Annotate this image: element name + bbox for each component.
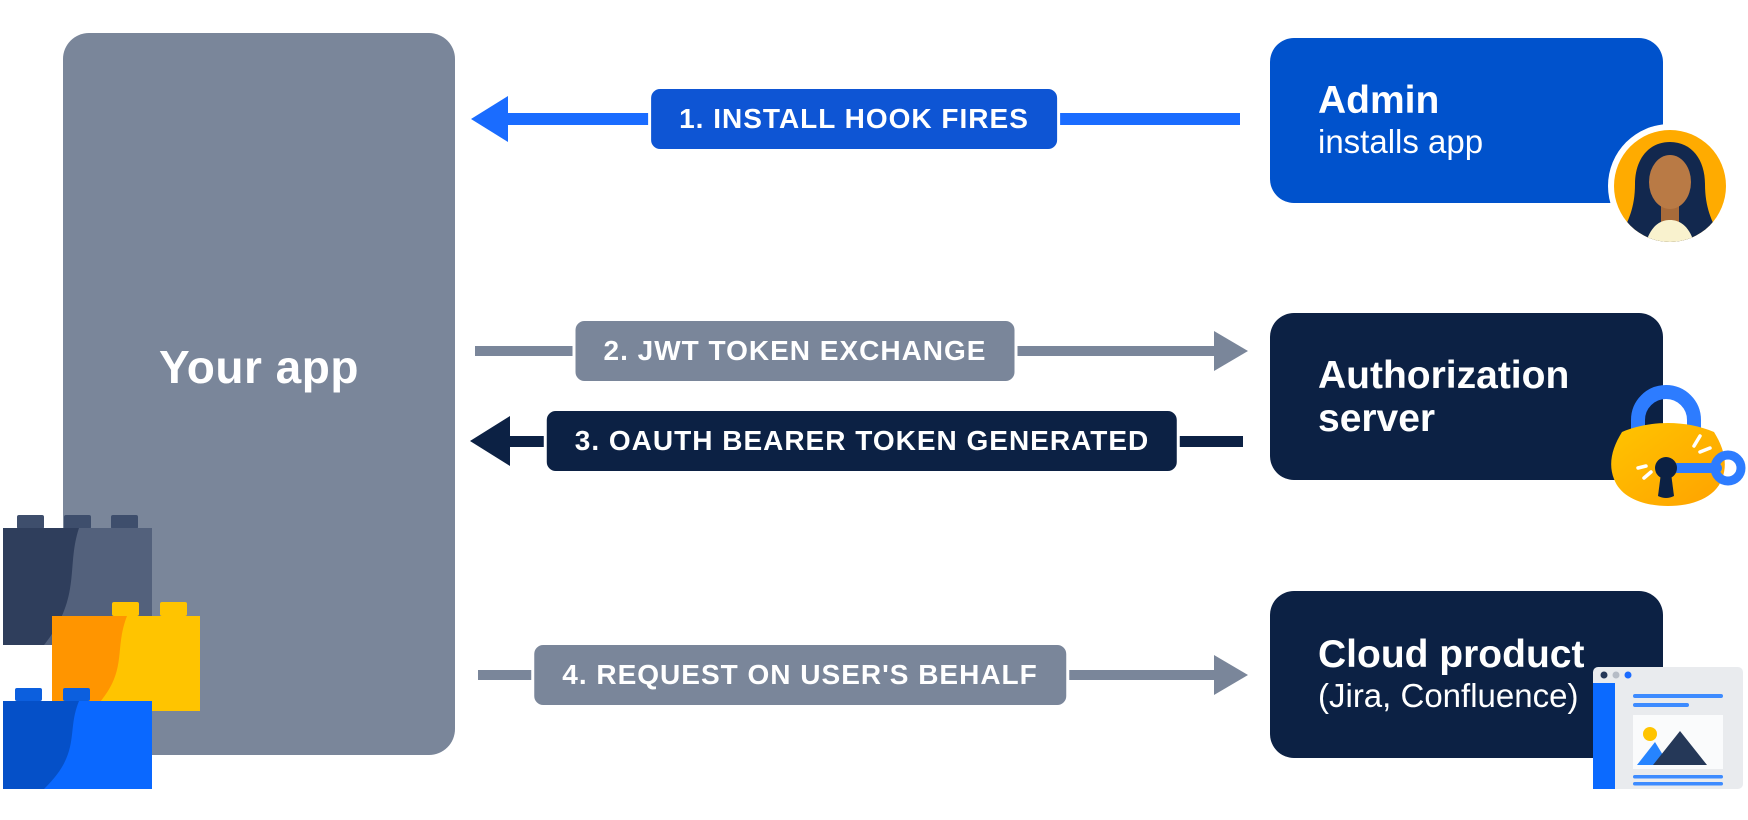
step-3-label: 3. OAUTH BEARER TOKEN GENERATED <box>543 408 1181 474</box>
key-shaft <box>1672 463 1722 473</box>
browser-dot-3 <box>1624 671 1632 679</box>
browser-text-line <box>1633 703 1689 707</box>
browser-text-line <box>1633 775 1723 779</box>
cloud-product-subtitle: (Jira, Confluence) <box>1318 677 1579 714</box>
padlock-key-icon <box>1588 376 1748 510</box>
keyhole-circle <box>1655 457 1677 479</box>
lego-blocks-icon <box>0 512 205 792</box>
keyhole-slot <box>1658 473 1674 498</box>
step-1-label: 1. INSTALL HOOK FIRES <box>648 86 1060 152</box>
step-2-label: 2. JWT TOKEN EXCHANGE <box>572 318 1018 384</box>
admin-avatar-icon <box>1608 124 1732 248</box>
authorization-server-node-box: Authorization server <box>1270 313 1663 480</box>
key-ring <box>1710 450 1746 486</box>
admin-node-subtitle: installs app <box>1318 123 1484 160</box>
browser-dot-1 <box>1600 671 1608 679</box>
blue-lego-brick <box>3 688 152 789</box>
image-mountain-large <box>1653 731 1707 765</box>
authorization-server-title-line1: Authorization <box>1318 353 1570 397</box>
step-4-label: 4. REQUEST ON USER'S BEHALF <box>531 642 1069 708</box>
authorization-server-title-line2: server <box>1318 396 1436 440</box>
yellow-lego-brick <box>52 602 200 711</box>
lock-sparkles <box>1636 434 1712 480</box>
browser-window-icon <box>1593 667 1743 789</box>
arrow-4-right-arrowhead-icon <box>1214 655 1248 695</box>
avatar-collar <box>1644 220 1696 242</box>
image-sun <box>1643 727 1657 741</box>
browser-dot-2 <box>1612 671 1620 679</box>
browser-text-line <box>1633 782 1723 786</box>
arrow-2-right-arrowhead-icon <box>1214 331 1248 371</box>
arrow-1-left-arrowhead-icon <box>471 96 508 142</box>
your-app-label: Your app <box>159 341 359 393</box>
arrow-3-left-arrowhead-icon <box>470 416 510 466</box>
browser-sidebar <box>1593 683 1615 789</box>
cloud-product-title: Cloud product <box>1318 633 1585 676</box>
lock-shackle <box>1631 385 1701 445</box>
browser-text-line <box>1633 694 1723 698</box>
avatar-face <box>1649 155 1691 209</box>
admin-node-box: Admin installs app <box>1270 38 1663 203</box>
admin-node-title: Admin <box>1318 79 1440 122</box>
